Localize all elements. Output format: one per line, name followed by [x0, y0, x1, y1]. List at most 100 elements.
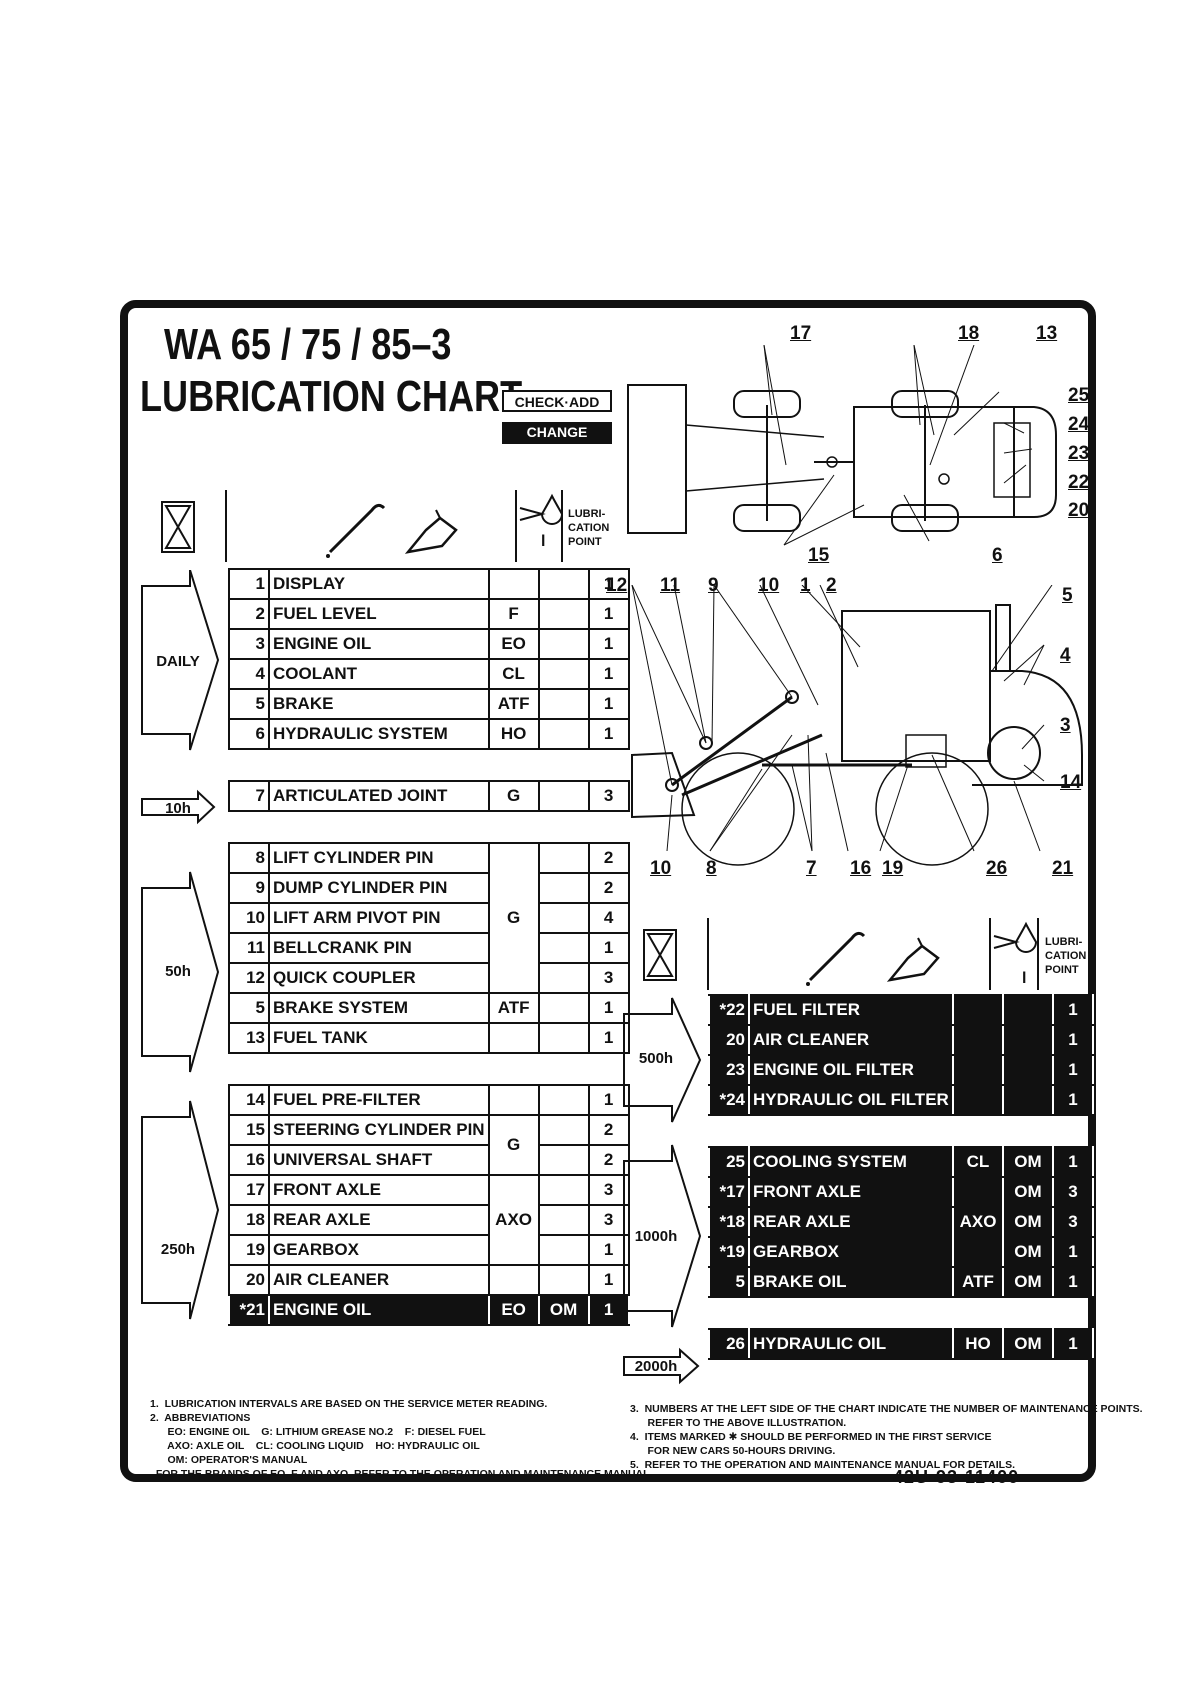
chart-model-title: WA 65 / 75 / 85–3	[164, 320, 452, 369]
oil-drop-icon	[519, 493, 564, 525]
level-mark-left: l	[541, 533, 546, 550]
interval-daily: DAILY	[156, 653, 200, 670]
callout-25-top: 25	[1068, 385, 1090, 406]
part-number: 42U-93-11400	[893, 1467, 1020, 1487]
callout-10-bottom: 10	[650, 858, 672, 879]
lubrication-point-header-left: LUBRI- CATION POINT	[568, 508, 610, 548]
callout-17-top: 17	[790, 323, 812, 344]
callout-14-side: 14	[1060, 772, 1082, 793]
hourglass-icon	[643, 929, 677, 981]
note-line: EO: ENGINE OIL G: LITHIUM GREASE NO.2 F:…	[150, 1426, 486, 1438]
callout-23-top: 23	[1068, 443, 1090, 464]
note-line: AXO: AXLE OIL CL: COOLING LIQUID HO: HYD…	[150, 1440, 480, 1452]
callout-1-side: 1	[800, 575, 811, 596]
callout-9-side: 9	[708, 575, 719, 596]
callout-11-side: 11	[660, 575, 681, 596]
legend-check-add: CHECK·ADD	[502, 390, 612, 412]
callout-3-side: 3	[1060, 715, 1071, 736]
lubrication-point-header-right: LUBRI- CATION POINT	[1045, 936, 1087, 976]
callout-12-side: 12	[606, 575, 628, 596]
note-line: 1. LUBRICATION INTERVALS ARE BASED ON TH…	[150, 1398, 548, 1410]
lubrication-chart-panel	[120, 300, 1096, 1482]
callout-22-top: 22	[1068, 472, 1090, 493]
legend-change: CHANGE	[502, 422, 612, 444]
note-line: 4. ITEMS MARKED ✱ SHOULD BE PERFORMED IN…	[630, 1431, 992, 1443]
callout-16-bottom: 16	[850, 858, 872, 879]
callout-26-bottom: 26	[986, 858, 1008, 879]
callout-6-top: 6	[992, 545, 1003, 566]
level-mark-right: l	[1022, 970, 1027, 987]
callout-20-top: 20	[1068, 500, 1090, 521]
left-header-icons	[161, 490, 564, 562]
notes-right: 3. NUMBERS AT THE LEFT SIDE OF THE CHART…	[630, 1388, 1143, 1486]
note-line: 3. NUMBERS AT THE LEFT SIDE OF THE CHART…	[630, 1403, 1143, 1415]
note-line: 5. REFER TO THE OPERATION AND MAINTENANC…	[630, 1459, 1016, 1471]
note-line: FOR NEW CARS 50-HOURS DRIVING.	[630, 1445, 836, 1457]
grease-gun-icon	[326, 503, 386, 558]
oil-drop-icon	[993, 921, 1038, 953]
callout-10-side: 10	[758, 575, 780, 596]
chart-title: LUBRICATION CHART	[140, 372, 523, 421]
interval-50h: 50h	[165, 963, 191, 980]
left-interval-arrows	[141, 570, 220, 1320]
oil-can-icon	[886, 937, 940, 982]
interval-1000h: 1000h	[634, 1228, 678, 1245]
right-interval-arrows	[623, 997, 702, 1385]
callout-7-bottom: 7	[806, 858, 817, 879]
callout-4-side: 4	[1060, 645, 1071, 666]
callout-21-bottom: 21	[1052, 858, 1074, 879]
top-view-machine-diagram	[627, 345, 1057, 546]
callout-2-side: 2	[826, 575, 837, 596]
interval-10h: 10h	[165, 800, 191, 817]
interval-250h: 250h	[160, 1241, 196, 1258]
callout-13-top: 13	[1036, 323, 1058, 344]
callout-24-top: 24	[1068, 414, 1090, 435]
notes-left: 1. LUBRICATION INTERVALS ARE BASED ON TH…	[150, 1383, 652, 1495]
callout-19-bottom: 19	[882, 858, 904, 879]
interval-2000h: 2000h	[634, 1358, 678, 1375]
callout-15-top: 15	[808, 545, 830, 566]
interval-500h: 500h	[638, 1050, 674, 1067]
hourglass-icon	[161, 501, 195, 553]
right-header-icons	[643, 918, 1039, 990]
callout-8-bottom: 8	[706, 858, 717, 879]
note-line: 2. ABBREVIATIONS	[150, 1412, 251, 1424]
oil-can-icon	[404, 509, 458, 554]
note-line: FOR THE BRANDS OF EO, F AND AXO, REFER T…	[150, 1468, 653, 1480]
note-line: OM: OPERATOR'S MANUAL	[150, 1454, 308, 1466]
callout-18-top: 18	[958, 323, 980, 344]
grease-gun-icon	[806, 931, 866, 986]
